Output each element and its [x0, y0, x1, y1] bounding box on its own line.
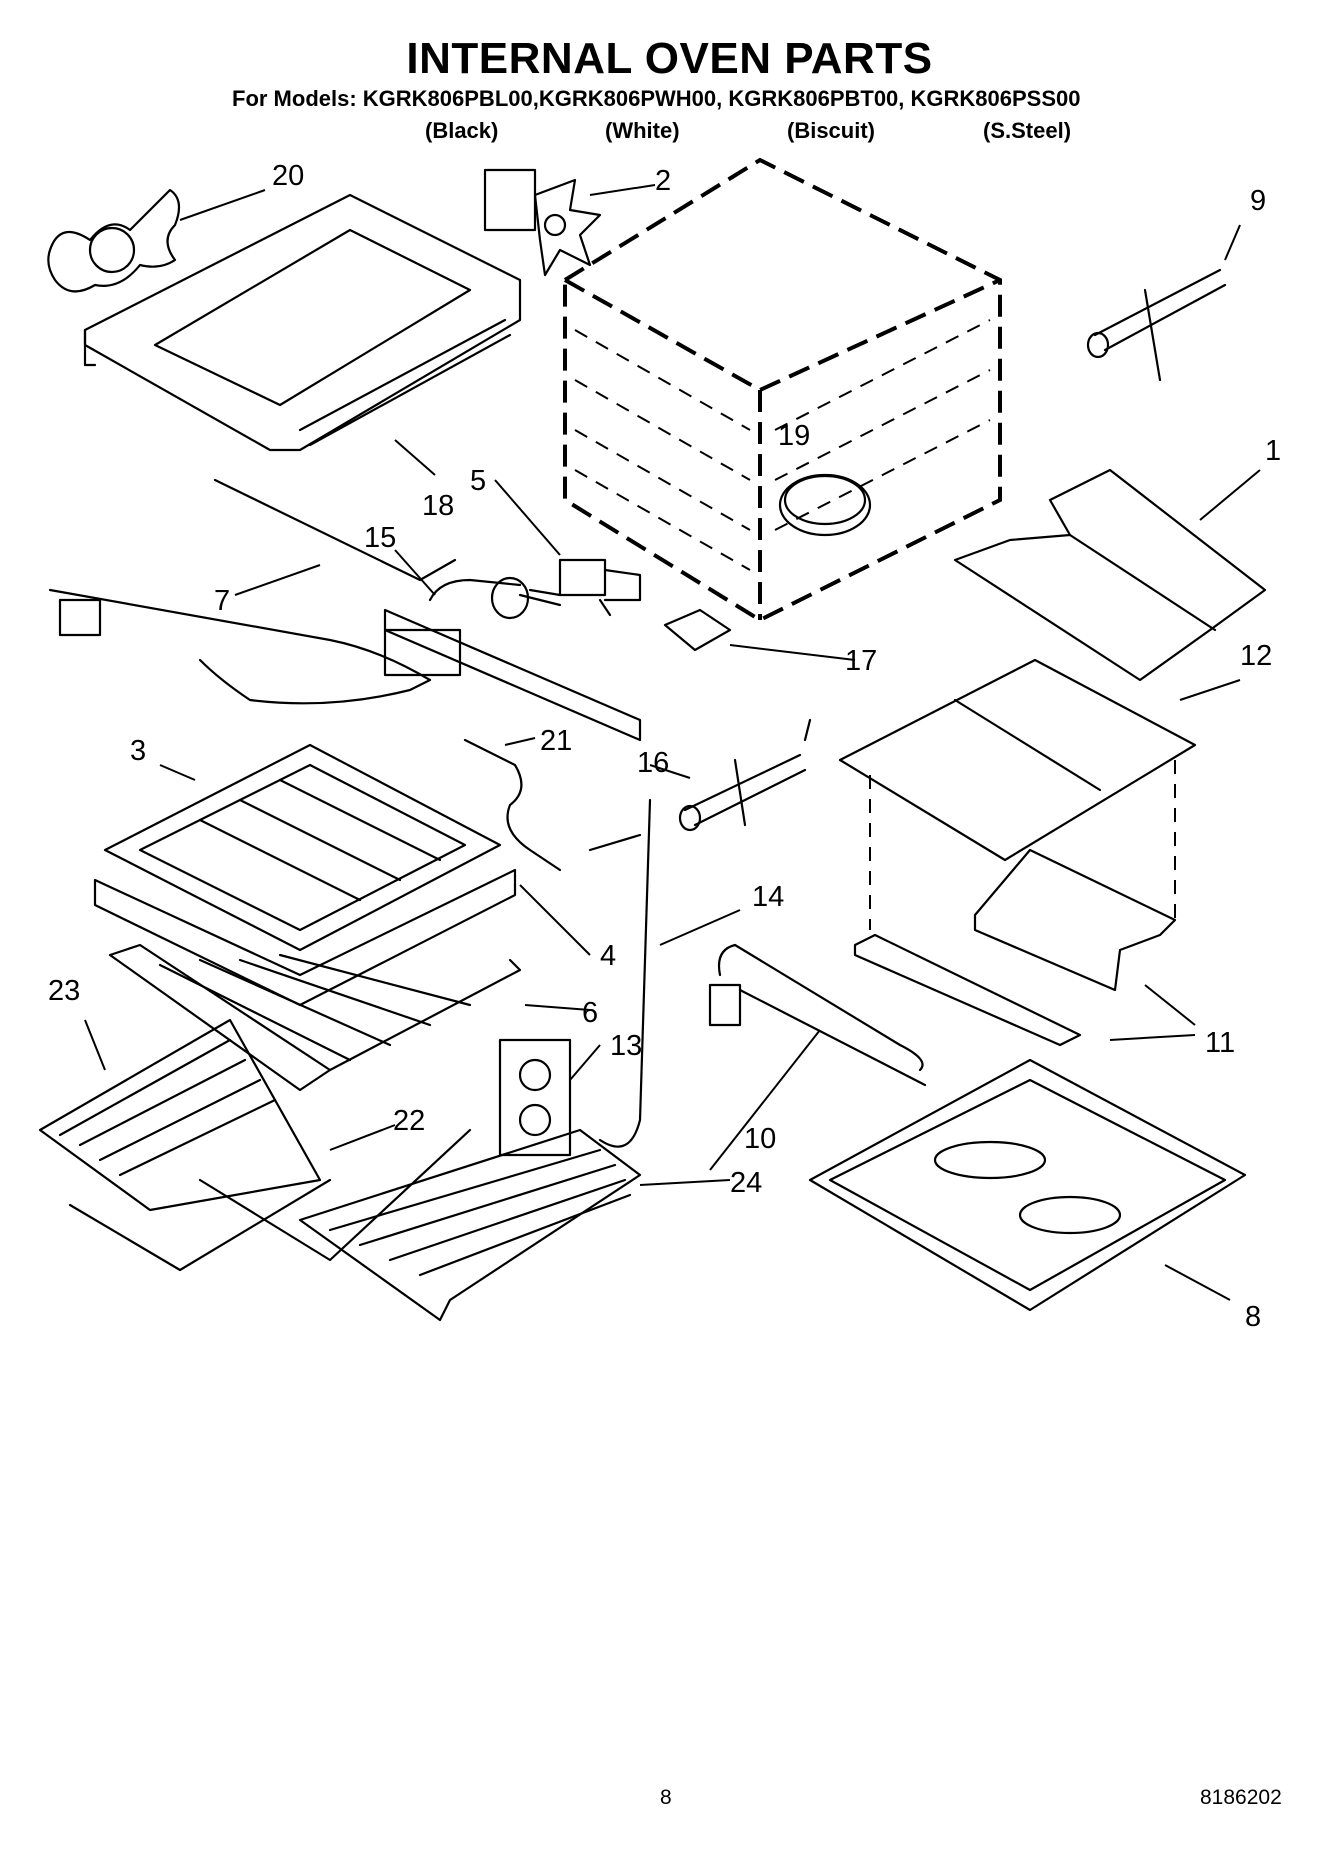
variant-steel: (S.Steel) — [983, 118, 1072, 143]
part-16-igniter — [678, 718, 812, 832]
part-17-clip — [663, 608, 732, 652]
part-1-shield — [953, 468, 1267, 682]
part-12-shield — [838, 658, 1197, 930]
page-title: INTERNAL OVEN PARTS — [406, 34, 933, 83]
part-13-control-valve — [498, 1038, 572, 1157]
callout-19: 19 — [778, 420, 810, 452]
callout-2: 2 — [655, 165, 671, 197]
callout-6: 6 — [582, 997, 598, 1029]
part-18-top-panel — [83, 193, 522, 452]
page-number: 8 — [660, 1786, 672, 1809]
callout-24: 24 — [730, 1167, 762, 1199]
part-4-broil-pan-bottom — [93, 868, 517, 1007]
callout-8: 8 — [1245, 1301, 1261, 1333]
part-19-ring-element — [778, 473, 872, 537]
variant-biscuit: (Biscuit) — [787, 118, 875, 143]
variant-white: (White) — [605, 118, 680, 143]
oven-cavity-outline — [563, 157, 1002, 623]
callout-14: 14 — [752, 881, 784, 913]
part-6-oven-rack — [108, 943, 522, 1092]
part-7-rod — [48, 478, 457, 705]
callout-17: 17 — [845, 645, 877, 677]
part-15-burner-manifold — [383, 576, 642, 742]
part-11-brackets — [853, 848, 1177, 1047]
part-24-rack — [298, 1128, 642, 1322]
callout-16: 16 — [637, 747, 669, 779]
part-23-wire-rack — [38, 1018, 332, 1272]
callout-4: 4 — [600, 940, 616, 972]
callout-9: 9 — [1250, 185, 1266, 217]
callout-12: 12 — [1240, 640, 1272, 672]
part-14-tube — [588, 798, 652, 1148]
callout-10: 10 — [744, 1123, 776, 1155]
part-22-rack — [198, 1128, 472, 1262]
callout-5: 5 — [470, 465, 486, 497]
callout-18: 18 — [422, 490, 454, 522]
models-line: For Models: KGRK806PBL00,KGRK806PWH00, K… — [232, 86, 1081, 111]
callout-15: 15 — [364, 522, 396, 554]
variant-black: (Black) — [425, 118, 499, 143]
callout-11: 11 — [1205, 1027, 1235, 1059]
part-20-bracket — [47, 188, 181, 293]
part-3-broil-pan — [103, 743, 502, 952]
callout-1: 1 — [1265, 435, 1281, 467]
leader-lines — [84, 184, 1261, 1301]
part-5-valve — [528, 558, 642, 617]
callout-20: 20 — [272, 160, 304, 192]
callout-23: 23 — [48, 975, 80, 1007]
callout-7: 7 — [214, 585, 230, 617]
part-21-sensor — [463, 738, 562, 872]
part-10-bake-burner — [708, 943, 927, 1087]
document-number: 8186202 — [1200, 1786, 1282, 1809]
callout-3: 3 — [130, 735, 146, 767]
callout-13: 13 — [610, 1030, 642, 1062]
part-2-fan-motor — [483, 168, 602, 277]
part-9-burner — [1086, 268, 1227, 382]
callout-22: 22 — [393, 1105, 425, 1137]
part-8-drip-pan — [808, 1058, 1247, 1312]
callout-21: 21 — [540, 725, 572, 757]
